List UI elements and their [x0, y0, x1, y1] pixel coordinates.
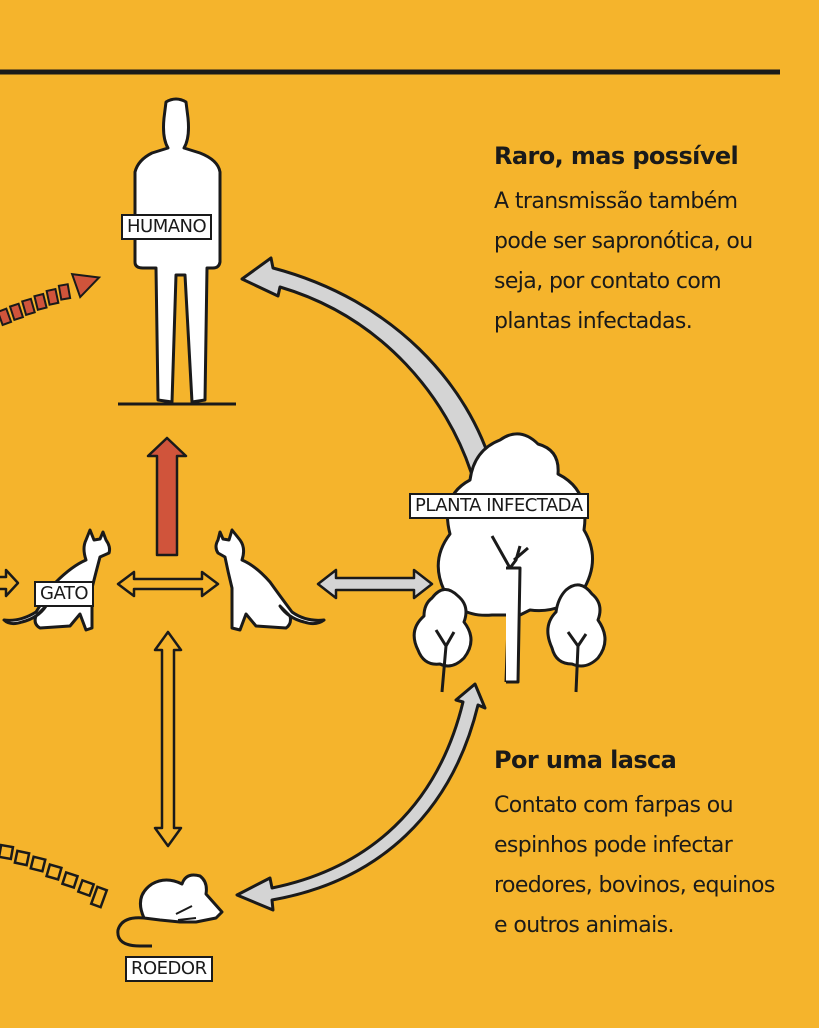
- left-partial-arrow: [0, 568, 20, 598]
- label-rodent: ROEDOR: [125, 956, 213, 982]
- cat-icon-left: [2, 528, 112, 632]
- panel-top-body: A transmissão também pode ser sapronótic…: [494, 189, 753, 334]
- panel-bottom-title: Por uma lasca: [494, 746, 677, 774]
- panel-bottom-body: Contato com farpas ou espinhos pode infe…: [494, 793, 775, 938]
- double-arrow-cat-to-plant: [316, 568, 434, 600]
- label-human: HUMANO: [121, 214, 213, 240]
- human-figure-icon: [118, 97, 236, 406]
- grey-curved-arrow-plant-to-rodent: [235, 682, 487, 912]
- panel-top-title: Raro, mas possível: [494, 142, 739, 170]
- red-arrow-up: [146, 436, 188, 557]
- red-dashed-arrow-top: [0, 272, 102, 327]
- double-arrow-cat-to-cat: [116, 570, 220, 598]
- panel-bottom: Por uma lasca Contato com farpas ou espi…: [494, 746, 794, 946]
- label-infected-plant: PLANTA INFECTADA: [409, 493, 589, 519]
- infected-plant-icon: [412, 432, 607, 693]
- rodent-icon: [116, 873, 224, 948]
- grey-curved-arrow-plant-to-human: [240, 256, 495, 474]
- dashed-arrow-bottom: [0, 843, 109, 909]
- double-arrow-cat-to-rodent: [153, 630, 183, 848]
- cat-icon-right: [214, 528, 326, 632]
- label-cat: GATO: [34, 581, 95, 607]
- panel-top: Raro, mas possível A transmissão também …: [494, 142, 794, 342]
